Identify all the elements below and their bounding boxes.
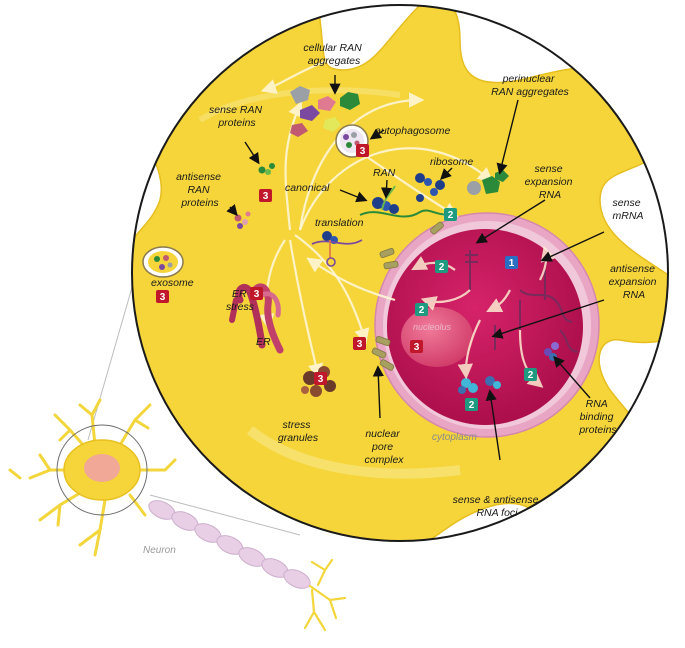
svg-text:3: 3	[318, 374, 324, 385]
label-sense-ran-proteins: sense RAN proteins	[209, 104, 265, 129]
label-sense-expansion-rna: sense expansion RNA	[525, 163, 576, 201]
svg-text:3: 3	[414, 342, 420, 353]
leader-arrows	[226, 75, 605, 461]
svg-text:3: 3	[263, 191, 269, 202]
nucleolus-label: nucleolus	[413, 322, 452, 332]
badge-3-autophagosome: 3	[356, 144, 369, 157]
label-canonical: canonical	[285, 182, 330, 194]
label-nuclear-pore-complex: nuclear pore complex	[364, 428, 404, 466]
badge-3-cytoplasm: 3	[259, 189, 272, 202]
label-sense-antisense-rna-foci: sense & antisense RNA foci	[453, 494, 542, 519]
label-er-stress: ER stress	[226, 288, 255, 313]
label-er: ER	[256, 336, 271, 348]
label-ribosome: ribosome	[430, 156, 473, 168]
ran-translation-complex	[359, 185, 456, 218]
badge-3-nucleolus: 3	[410, 340, 423, 353]
label-ran: RAN	[373, 167, 396, 179]
badge-3-exosome: 3	[156, 290, 169, 303]
badge-2-nucleus-left: 2	[435, 260, 448, 273]
badge-1-sense-mrna: 1	[505, 256, 518, 269]
rna-foci	[458, 342, 559, 394]
neuron-label: Neuron	[143, 545, 176, 556]
svg-text:2: 2	[448, 210, 454, 221]
label-perinuclear-ran-aggregates: perinuclear RAN aggregates	[491, 73, 569, 98]
badge-2-foci: 2	[465, 398, 478, 411]
badge-2-binding-proteins: 2	[524, 368, 537, 381]
label-translation: translation	[315, 217, 364, 229]
svg-text:3: 3	[254, 289, 260, 300]
label-autophagosome: autophagosome	[375, 125, 450, 137]
svg-text:2: 2	[528, 370, 534, 381]
sense-ran-protein-dots	[258, 163, 275, 175]
label-exosome: exosome	[151, 277, 194, 289]
badge-3-nuclear-pore: 3	[353, 337, 366, 350]
svg-text:2: 2	[469, 400, 475, 411]
zoom-circle-border	[131, 4, 669, 542]
label-cellular-ran-aggregates: cellular RAN aggregates	[303, 42, 364, 67]
canonical-translation-complex	[311, 231, 363, 267]
badge-3-stress-granules: 3	[314, 372, 327, 385]
svg-text:3: 3	[357, 339, 363, 350]
cellular-ran-aggregates	[290, 86, 360, 137]
exosome	[142, 246, 184, 278]
label-antisense-expansion-rna: antisense expansion RNA	[609, 263, 660, 301]
label-sense-mrna: sense mRNA	[613, 197, 644, 222]
nucleolus	[401, 307, 473, 367]
zoom-connector-bottom	[149, 494, 301, 536]
label-stress-granules: stress granules	[278, 419, 319, 444]
svg-text:3: 3	[160, 292, 166, 303]
badge-3-er-stress: 3	[250, 287, 263, 300]
zoom-marker-circle	[56, 424, 148, 516]
ribosomes	[415, 173, 445, 202]
badge-2-nucleolus: 2	[415, 303, 428, 316]
cytoplasm-label: cytoplasm	[432, 432, 477, 443]
label-antisense-ran-proteins: antisense RAN proteins	[176, 171, 224, 209]
cytoplasm-flow-arrows	[259, 58, 494, 380]
badge-2-envelope-top: 2	[444, 208, 457, 221]
neuron-illustration: Neuron	[8, 398, 347, 632]
svg-text:1: 1	[509, 258, 515, 269]
label-rna-binding-proteins: RNA binding proteins	[578, 398, 617, 436]
antisense-ran-protein-dots	[234, 211, 251, 229]
svg-text:2: 2	[419, 305, 425, 316]
svg-text:2: 2	[439, 262, 445, 273]
svg-text:3: 3	[360, 146, 366, 157]
nuclear-pore-complexes	[371, 221, 444, 371]
